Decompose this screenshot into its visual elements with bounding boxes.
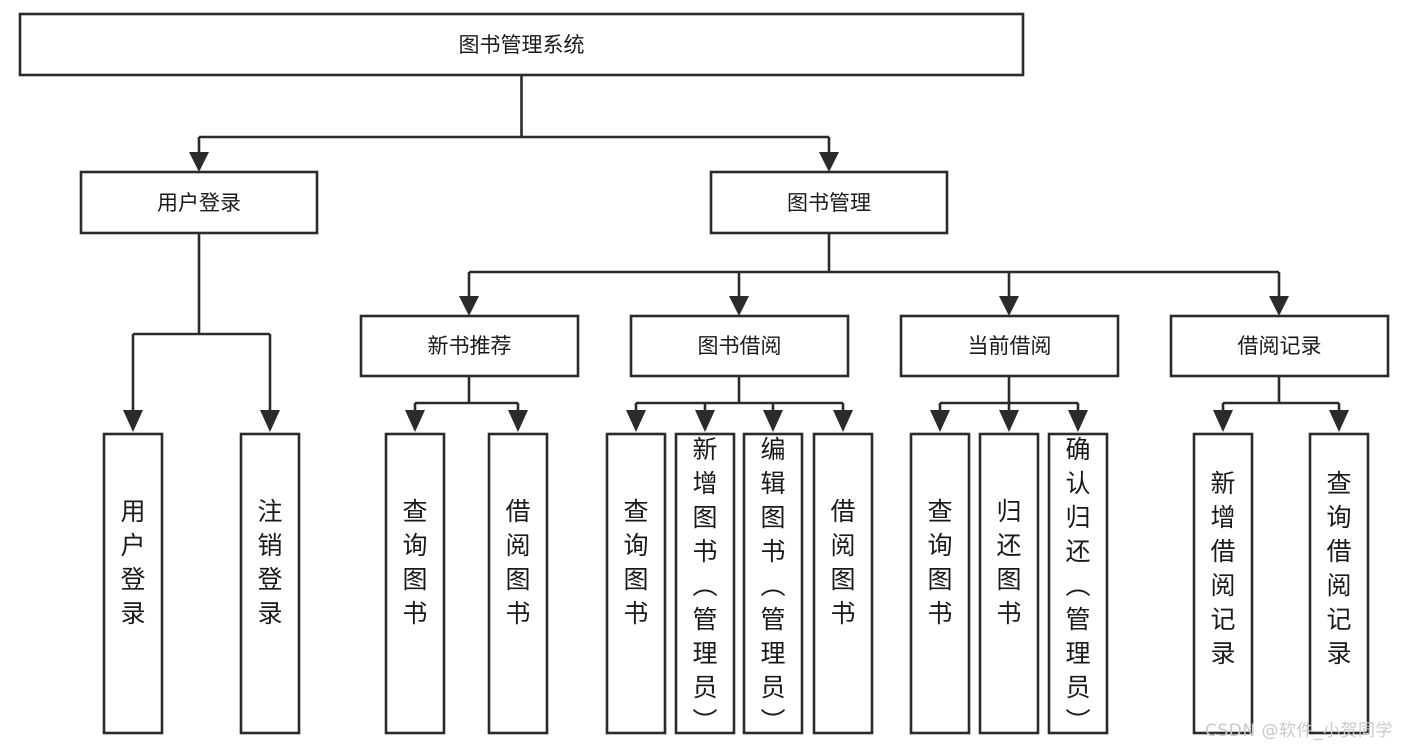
node-current-borrow[interactable]: 当前借阅 [899,314,1120,378]
arrowhead-layer [123,152,1349,432]
node-leaf-query-book-1-box[interactable] [384,432,446,735]
node-book-management[interactable]: 图书管理 [709,170,949,235]
node-borrow-record[interactable]: 借阅记录 [1169,314,1390,378]
node-leaf-add-book-label: 新增图书︵管理员︶ [692,435,717,736]
arrowhead-icon [833,410,853,432]
node-leaf-add-record-label: 新增借阅记录 [1210,469,1235,668]
node-new-book-recommend-box[interactable] [359,314,580,378]
node-leaf-confirm-return[interactable]: 确认归还︵管理员︶ [1047,432,1109,736]
node-current-borrow-label: 当前借阅 [968,334,1052,358]
node-leaf-logout-login-box[interactable] [239,432,301,735]
node-leaf-user-login-box[interactable] [102,432,164,735]
node-leaf-query-record[interactable]: 查询借阅记录 [1308,432,1370,735]
node-new-book-recommend-label: 新书推荐 [428,334,512,358]
node-user-login-label: 用户登录 [157,191,241,215]
node-leaf-confirm-return-label: 确认归还︵管理员︶ [1065,435,1090,736]
node-leaf-query-book-3-label: 查询图书 [927,497,952,628]
node-leaf-query-book-3-box[interactable] [909,432,971,735]
arrowhead-icon [123,410,143,432]
node-leaf-edit-book-label: 编辑图书︵管理员︶ [760,435,785,736]
node-root-box[interactable] [18,12,1025,77]
node-leaf-borrow-book-2-label: 借阅图书 [830,497,855,628]
node-leaf-user-login-label: 用户登录 [120,497,145,628]
arrowhead-icon [999,296,1019,316]
node-user-login-box[interactable] [79,170,319,235]
node-book-borrow[interactable]: 图书借阅 [629,314,850,378]
node-leaf-edit-book[interactable]: 编辑图书︵管理员︶ [742,432,804,736]
node-leaf-user-login[interactable]: 用户登录 [102,432,164,735]
arrowhead-icon [459,296,479,316]
arrowhead-icon [508,410,528,432]
arrowhead-icon [1213,410,1233,432]
node-leaf-query-book-1-label: 查询图书 [402,497,427,628]
node-leaf-borrow-book-1[interactable]: 借阅图书 [487,432,549,735]
node-leaf-edit-book-box[interactable] [742,432,804,735]
arrowhead-icon [819,152,839,172]
node-new-book-recommend[interactable]: 新书推荐 [359,314,580,378]
node-leaf-add-record-box[interactable] [1192,432,1254,735]
node-book-management-label: 图书管理 [787,191,871,215]
node-leaf-borrow-book-2-box[interactable] [812,432,874,735]
node-root-label: 图书管理系统 [459,33,585,57]
arrowhead-icon [695,410,715,432]
arrowhead-icon [405,410,425,432]
node-current-borrow-box[interactable] [899,314,1120,378]
arrowhead-icon [1329,410,1349,432]
node-leaf-return-book-box[interactable] [978,432,1040,735]
node-root[interactable]: 图书管理系统 [18,12,1025,77]
node-book-borrow-label: 图书借阅 [698,334,782,358]
node-leaf-add-record[interactable]: 新增借阅记录 [1192,432,1254,735]
arrowhead-icon [999,410,1019,432]
arrowhead-icon [763,410,783,432]
node-leaf-return-book[interactable]: 归还图书 [978,432,1040,735]
arrowhead-icon [729,296,749,316]
node-leaf-query-book-1[interactable]: 查询图书 [384,432,446,735]
node-leaf-logout-login[interactable]: 注销登录 [239,432,301,735]
node-leaf-query-book-2-box[interactable] [605,432,667,735]
arrowhead-icon [930,410,950,432]
node-leaf-borrow-book-2[interactable]: 借阅图书 [812,432,874,735]
node-leaf-logout-login-label: 注销登录 [257,497,282,628]
arrowhead-icon [626,410,646,432]
arrowhead-icon [1068,410,1088,432]
node-leaf-borrow-book-1-label: 借阅图书 [505,497,530,628]
arrowhead-icon [260,410,280,432]
node-leaf-query-book-2[interactable]: 查询图书 [605,432,667,735]
node-user-login[interactable]: 用户登录 [79,170,319,235]
node-leaf-confirm-return-box[interactable] [1047,432,1109,735]
node-leaf-query-record-label: 查询借阅记录 [1326,469,1351,668]
arrowhead-icon [1269,296,1289,316]
node-borrow-record-box[interactable] [1169,314,1390,378]
node-book-management-box[interactable] [709,170,949,235]
node-leaf-query-book-3[interactable]: 查询图书 [909,432,971,735]
node-leaf-query-book-2-label: 查询图书 [623,497,648,628]
node-book-borrow-box[interactable] [629,314,850,378]
node-leaf-return-book-label: 归还图书 [996,497,1021,628]
node-leaf-add-book[interactable]: 新增图书︵管理员︶ [674,432,736,736]
node-leaf-borrow-book-1-box[interactable] [487,432,549,735]
node-leaf-query-record-box[interactable] [1308,432,1370,735]
node-borrow-record-label: 借阅记录 [1238,334,1322,358]
watermark: CSDN @软件_小贺同学 [1205,721,1393,741]
arrowhead-icon [189,152,209,172]
node-leaf-add-book-box[interactable] [674,432,736,735]
